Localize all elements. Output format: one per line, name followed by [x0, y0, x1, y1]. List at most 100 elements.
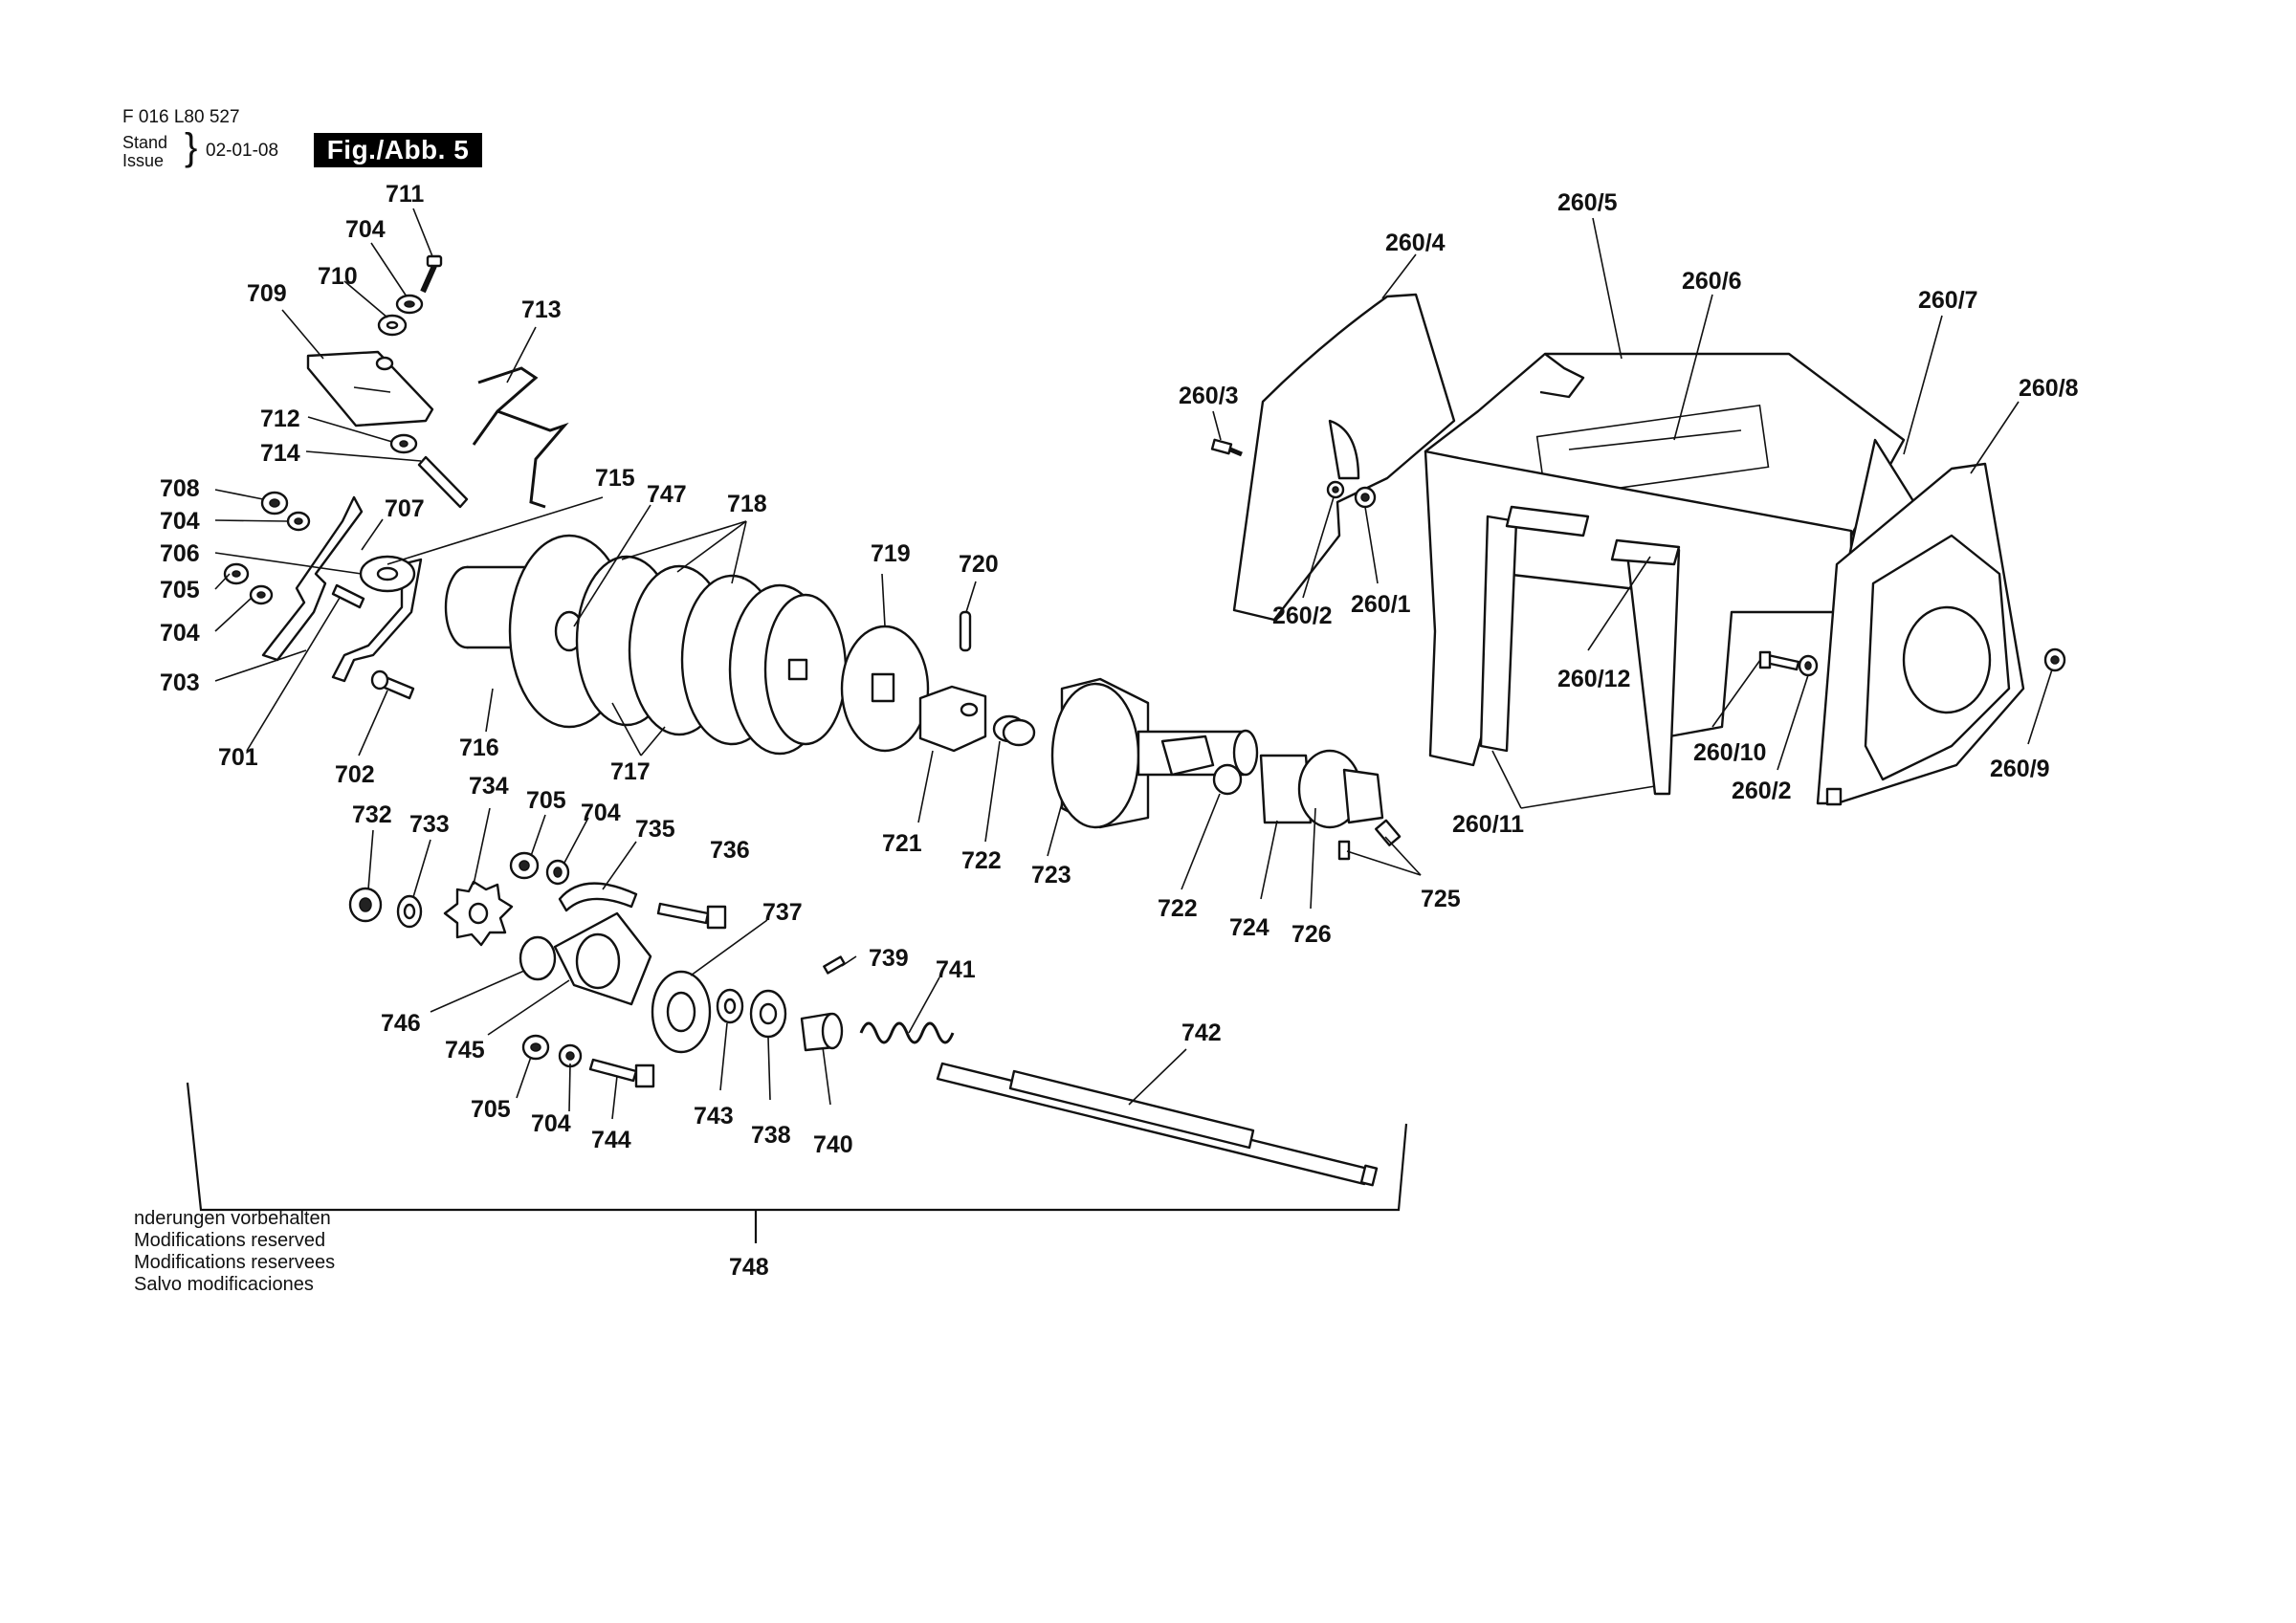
callout-260-2-left: 260/2 [1272, 603, 1333, 629]
callout-741: 741 [936, 956, 976, 983]
callout-709: 709 [247, 280, 287, 307]
washer-704-c [545, 859, 570, 886]
callout-713: 713 [521, 296, 562, 323]
pin-739 [823, 955, 846, 975]
callout-705-a: 705 [160, 577, 200, 603]
brace-glyph: } [185, 126, 198, 168]
callout-260-9: 260/9 [1990, 756, 2050, 782]
flange-745 [553, 911, 652, 1006]
callout-720: 720 [959, 551, 999, 578]
callout-722-b: 722 [1158, 895, 1198, 922]
callout-704-d: 704 [531, 1110, 571, 1137]
callout-260-11: 260/11 [1452, 811, 1524, 838]
callout-704-c: 704 [581, 800, 621, 826]
callout-723: 723 [1031, 862, 1071, 888]
callout-718: 718 [727, 491, 767, 517]
bushing-746 [519, 935, 557, 981]
bracket-701-705 [261, 495, 423, 683]
washer-260-2-right [1798, 654, 1819, 677]
callout-719: 719 [871, 540, 911, 567]
callout-704-b: 704 [160, 620, 200, 647]
stand-issue-label: Stand Issue [122, 134, 167, 170]
callout-260-5: 260/5 [1557, 189, 1618, 216]
callout-743: 743 [694, 1103, 734, 1130]
shaft-742 [936, 1062, 1379, 1187]
callout-734: 734 [469, 773, 509, 800]
nut-732 [348, 887, 383, 923]
block-721 [918, 685, 987, 753]
callout-726: 726 [1292, 921, 1332, 948]
callout-260-10: 260/10 [1693, 739, 1766, 766]
callout-702: 702 [335, 761, 375, 788]
callout-732: 732 [352, 801, 392, 828]
washer-733 [396, 894, 423, 929]
washer-738 [749, 989, 787, 1039]
callout-701: 701 [218, 744, 258, 771]
callout-705-c: 705 [471, 1096, 511, 1123]
callout-706: 706 [160, 540, 200, 567]
callout-745: 745 [445, 1037, 485, 1064]
washer-260-2-left [1326, 480, 1345, 499]
nut-705-c [521, 1034, 550, 1061]
washer-743 [716, 988, 744, 1024]
callout-738: 738 [751, 1122, 791, 1149]
wire-spring-713 [472, 366, 569, 509]
pin-714 [417, 455, 469, 509]
callout-labels: 711 704 710 709 713 712 714 708 704 707 … [160, 181, 2079, 1281]
disclaimer-line-fr: Modifications reservees [134, 1252, 336, 1273]
coupling-722-724-726 [1160, 735, 1402, 861]
washer-719 [840, 625, 930, 753]
callout-740: 740 [813, 1131, 853, 1158]
callout-722-a: 722 [961, 847, 1002, 874]
disclaimer-line-de: nderungen vorbehalten [134, 1208, 331, 1229]
callout-747: 747 [647, 481, 687, 508]
callout-715: 715 [595, 465, 635, 492]
plate-709 [306, 350, 434, 428]
callout-703: 703 [160, 669, 200, 696]
callout-260-6: 260/6 [1682, 268, 1742, 295]
callout-746: 746 [381, 1010, 421, 1037]
side-panel-260-4 [1232, 293, 1456, 622]
callout-711: 711 [386, 181, 424, 208]
modifications-reserved-notice: nderungen vorbehalten Modifications rese… [134, 1208, 335, 1296]
clutch-plates-717-718 [575, 555, 848, 756]
issue-date: 02-01-08 [206, 141, 279, 161]
callout-735: 735 [635, 816, 675, 843]
screw-711 [420, 254, 443, 294]
callout-733: 733 [409, 811, 450, 838]
bearing-737 [651, 970, 712, 1054]
nut-260-9 [2043, 647, 2066, 672]
callout-717: 717 [610, 758, 651, 785]
washer-704-d [558, 1043, 583, 1068]
callout-712: 712 [260, 406, 300, 432]
washer-704-top [395, 294, 424, 315]
screw-702 [370, 669, 415, 700]
washer-712 [389, 433, 418, 454]
callout-721: 721 [882, 830, 922, 857]
bushing-722 [992, 714, 1036, 747]
leader-lines [214, 208, 2053, 1120]
callout-260-4: 260/4 [1385, 230, 1446, 256]
callout-260-2-right: 260/2 [1732, 778, 1792, 804]
callout-725: 725 [1421, 886, 1461, 912]
callout-704-a: 704 [160, 508, 200, 535]
stand-label: Stand [122, 133, 168, 152]
disclaimer-line-en: Modifications reserved [134, 1230, 326, 1251]
disclaimer-line-es: Salvo modificaciones [134, 1274, 314, 1295]
callout-260-12: 260/12 [1557, 666, 1630, 692]
screw-260-10 [1758, 650, 1800, 671]
callout-739: 739 [869, 945, 909, 972]
callout-260-1: 260/1 [1351, 591, 1411, 618]
spring-741 [859, 1021, 955, 1044]
assembly-bracket-748 [186, 1082, 1408, 1243]
callout-742: 742 [1181, 1020, 1222, 1046]
pin-720 [959, 610, 972, 652]
callout-704-top: 704 [345, 216, 386, 243]
figure-label-badge: Fig./Abb. 5 [314, 133, 482, 167]
callout-710: 710 [318, 263, 358, 290]
nut-705-b [509, 851, 540, 880]
screw-715 [331, 583, 365, 609]
callout-736: 736 [710, 837, 750, 864]
